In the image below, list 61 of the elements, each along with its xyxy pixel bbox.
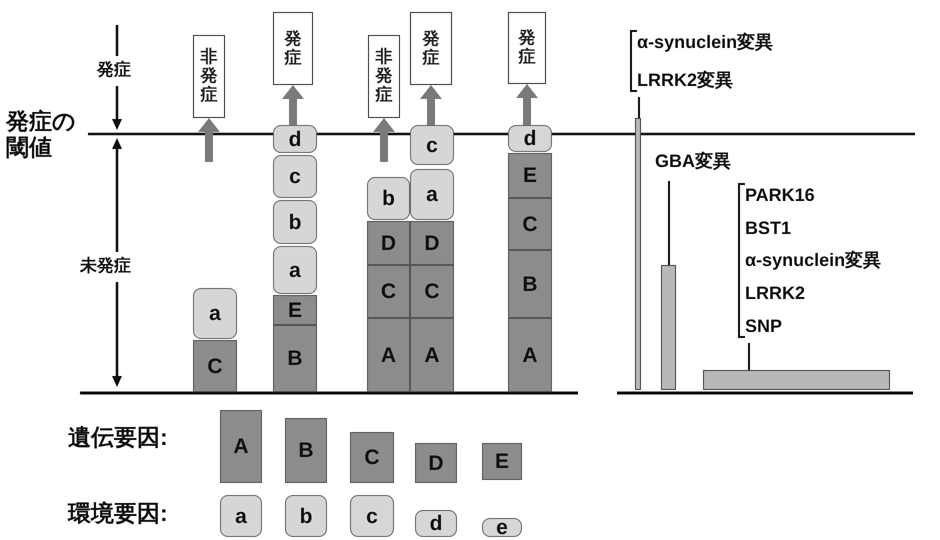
environmental-factor-block: b [285,495,327,537]
genetic-factor-block: A [220,410,262,483]
outcome-box: 発症 [508,12,546,84]
gene-name: α-synuclein変異 [745,249,882,272]
genetic-factor-block: A [508,318,552,392]
genetic-factor-block: C [350,432,394,483]
environmental-factor-block: b [367,177,410,220]
environmental-factor-block: e [482,518,522,537]
environmental-factor-block: c [273,155,317,198]
level-bar [703,370,890,390]
arrow [516,84,538,125]
axis-label: 遺伝要因: [68,424,169,450]
gene-name: SNP [745,314,784,338]
level-bar [661,265,676,390]
genetic-factor-block: A [367,318,410,392]
level-bar [635,118,641,390]
environmental-factor-block: d [415,510,457,537]
gene-name: PARK16 [745,184,816,207]
environmental-factor-block: a [273,246,317,294]
genetic-factor-block: D [367,221,410,265]
leader-line [748,343,750,370]
arrow [373,118,395,162]
gene-name: BST1 [745,216,792,240]
genetic-factor-block: D [410,221,454,265]
axis-label: 環境要因: [68,500,169,526]
genetic-factor-block: B [508,250,552,318]
environmental-factor-block: d [273,125,317,153]
gene-name: GBA変異 [655,146,750,176]
genetic-factor-block: B [273,325,317,392]
outcome-box: 非発症 [193,35,225,118]
axis-label: 未発症 [80,256,132,276]
genetic-factor-block: A [410,318,454,392]
environmental-factor-block: c [410,125,454,165]
gene-name: LRRK2変異 [637,68,734,92]
genetic-factor-block: E [508,153,552,198]
gene-name: LRRK2 [745,282,806,306]
genetic-factor-block: C [193,340,237,392]
outcome-box: 発症 [273,12,313,85]
environmental-factor-block: a [410,169,454,220]
environmental-factor-block: c [350,495,394,537]
genetic-factor-block: D [415,443,457,483]
axis-label: 発症 [97,60,132,80]
axis-label: 発症の閾値 [6,108,76,161]
outcome-box: 非発症 [368,35,400,118]
arrow [198,118,220,162]
genetic-factor-block: C [508,198,552,250]
genetic-factor-block: C [367,265,410,318]
arrow [282,85,304,125]
outcome-box: 発症 [410,12,452,85]
leader-line [638,97,640,118]
environmental-factor-block: b [273,200,317,244]
genetic-factor-block: C [410,265,454,318]
environmental-factor-block: a [220,495,262,537]
gene-name: α-synuclein変異 [637,31,774,54]
leader-line [668,181,670,265]
arrow [420,85,442,125]
genetic-factor-block: E [482,443,522,480]
genetic-factor-block: E [273,295,317,325]
environmental-factor-block: d [508,125,552,152]
genetic-factor-block: B [285,418,327,483]
environmental-factor-block: a [193,288,237,339]
